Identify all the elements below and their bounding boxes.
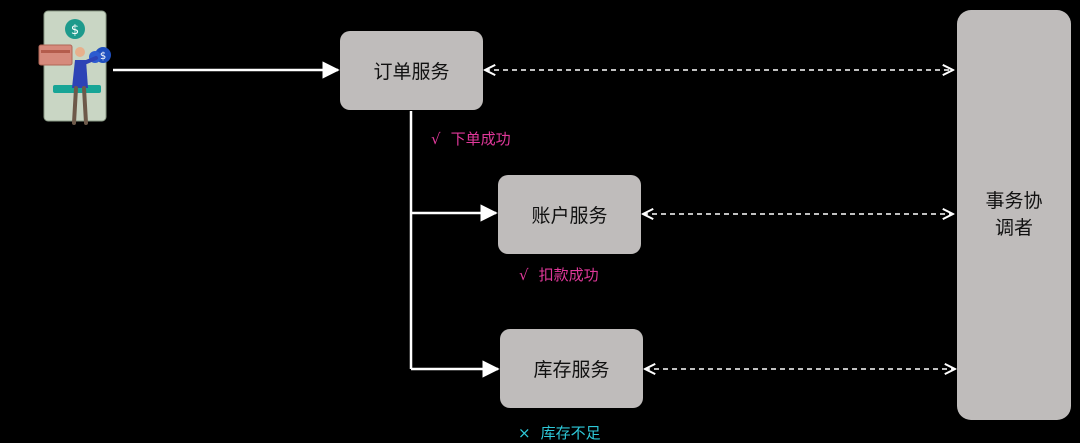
user-paying-on-phone-icon: $ $ — [38, 10, 111, 125]
stock-service-label: 库存服务 — [533, 359, 610, 381]
order-service-label: 订单服务 — [373, 61, 450, 83]
order-service-box: 订单服务 — [340, 31, 483, 110]
account-service-box: 账户服务 — [498, 175, 641, 254]
transaction-coordinator-box: 事务协调者 — [957, 10, 1071, 420]
svg-text:$: $ — [71, 23, 79, 38]
svg-text:$: $ — [100, 51, 106, 62]
check-mark-icon: √ — [519, 266, 529, 284]
check-mark-icon: √ — [431, 130, 441, 148]
order-status: √ 下单成功 — [431, 128, 511, 149]
account-status: √ 扣款成功 — [519, 264, 599, 285]
account-service-label: 账户服务 — [531, 205, 608, 227]
order-status-text: 下单成功 — [450, 130, 511, 148]
stock-status: × 库存不足 — [518, 422, 601, 443]
stock-status-text: 库存不足 — [540, 424, 601, 442]
transaction-coordinator-label: 事务协调者 — [985, 190, 1043, 239]
account-status-text: 扣款成功 — [538, 266, 599, 284]
stock-service-box: 库存服务 — [500, 329, 643, 408]
cross-mark-icon: × — [518, 424, 531, 442]
